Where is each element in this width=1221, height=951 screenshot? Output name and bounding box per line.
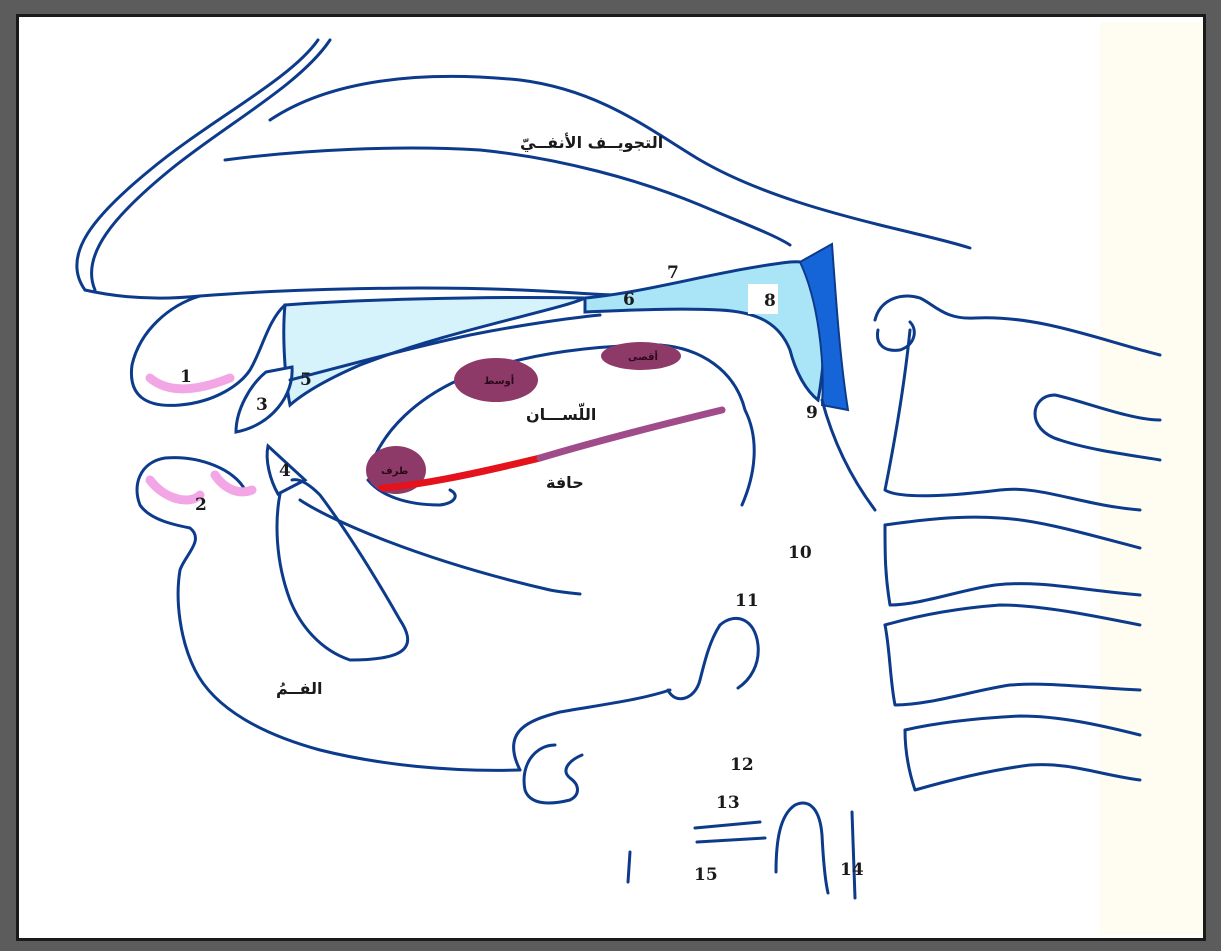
label-15: 15	[694, 865, 718, 885]
label-4: 4	[279, 461, 291, 481]
label-middle: أوسط	[484, 374, 514, 387]
label-tongue: اللّســـان	[526, 401, 596, 424]
label-10: 10	[788, 543, 812, 563]
label-8: 8	[764, 291, 776, 311]
label-back: أقصى	[628, 350, 658, 363]
label-11: 11	[735, 591, 759, 611]
label-6: 6	[623, 290, 635, 310]
label-13: 13	[716, 793, 740, 813]
label-3: 3	[256, 395, 268, 415]
label-edge: حافة	[546, 473, 584, 492]
trachea-front	[628, 852, 630, 882]
label-tip: طرف	[381, 466, 408, 477]
label-14: 14	[840, 860, 864, 880]
diagram-background	[28, 22, 1203, 935]
label-9: 9	[806, 403, 818, 423]
paper-edge	[1100, 22, 1203, 935]
label-1: 1	[180, 367, 192, 387]
label-12: 12	[730, 755, 754, 775]
label-nasal-cavity: التجويــف الأنفــيّ	[520, 133, 663, 153]
label-5: 5	[300, 370, 312, 390]
label-mouth: الفــمُ	[276, 679, 323, 698]
label-7: 7	[667, 263, 679, 283]
label-2: 2	[195, 495, 207, 515]
